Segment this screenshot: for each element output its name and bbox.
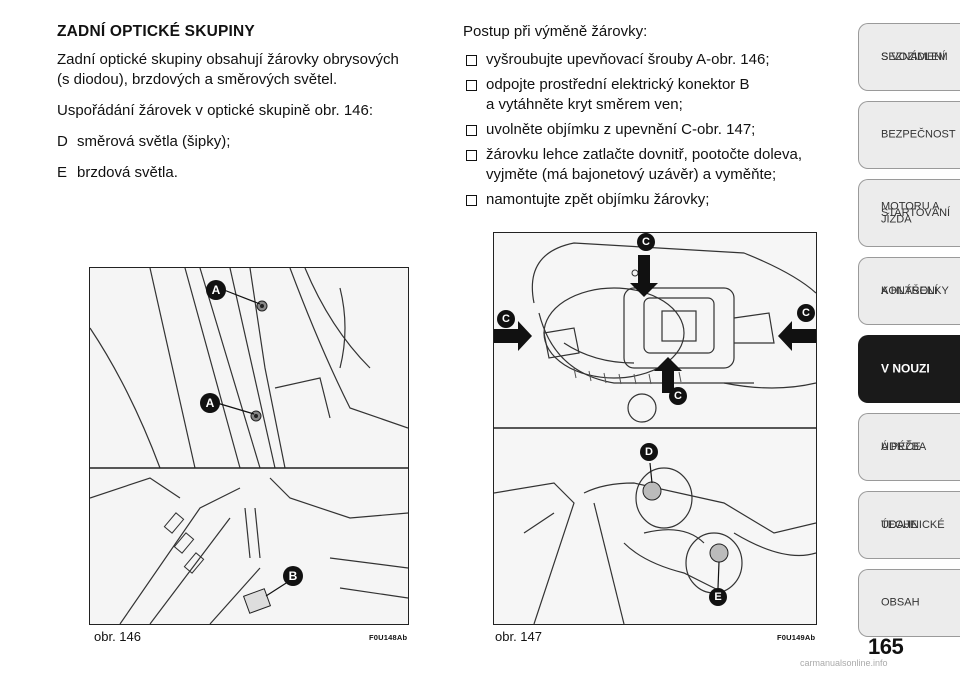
step-line: uvolněte objímku z upevnění C-obr. 147; — [486, 121, 756, 138]
label-c-bottom: C — [669, 387, 687, 405]
checkbox-bullet-icon — [466, 55, 477, 66]
step-line: žárovku lehce zatlačte dovnitř, pootočte… — [486, 146, 803, 163]
checkbox-bullet-icon — [466, 150, 477, 161]
label-text: C — [642, 236, 650, 248]
label-text: A — [211, 283, 221, 297]
label-text: C — [502, 313, 510, 325]
step-text: vyšroubujte upevňovací šrouby A-obr. 146… — [486, 50, 843, 70]
watermark-text: carmanualsonline.info — [800, 658, 888, 668]
figure-146-code: F0U148Ab — [369, 633, 408, 642]
tab-line: SEZNÁMENÍ — [881, 50, 946, 63]
label-b: B — [283, 566, 303, 586]
figure-147-code: F0U149Ab — [777, 633, 816, 642]
arrow-left-icon — [778, 321, 816, 351]
arrow-up-icon — [654, 357, 682, 393]
figure-146-caption: obr. 146 — [94, 629, 141, 644]
label-text: B — [288, 569, 298, 583]
tab-line: TECHNICKÉ — [881, 518, 945, 531]
step-line: vyšroubujte upevňovací šrouby A-obr. 146… — [486, 51, 770, 68]
label-text: C — [802, 307, 810, 319]
checkbox-bullet-icon — [466, 125, 477, 136]
intro-paragraph: Zadní optické skupiny obsahují žárovky o… — [57, 50, 447, 90]
definition-text: směrová světla (šipky); — [77, 133, 231, 150]
arrow-down-icon — [630, 255, 658, 297]
definition-key: E — [57, 164, 68, 181]
tab-line: KONTROLKY — [881, 284, 949, 297]
tab-line: OBSAH — [881, 596, 920, 609]
step-text: žárovku lehce zatlačte dovnitř, pootočte… — [486, 145, 843, 185]
definition-text: brzdová světla. — [77, 164, 178, 181]
tab-v-nouzi[interactable]: V NOUZI — [858, 335, 960, 403]
label-e: E — [709, 588, 727, 606]
label-c-top: C — [637, 233, 655, 251]
tab-obsah[interactable]: OBSAH — [858, 569, 960, 637]
intro-line: Zadní optické skupiny obsahují žárovky o… — [57, 51, 399, 68]
left-column: ZADNÍ OPTICKÉ SKUPINY Zadní optické skup… — [57, 22, 447, 194]
tab-line: A HLÁŠENÍ — [881, 284, 938, 297]
tab-line: A PÉČE — [881, 440, 921, 453]
tab-line: ÚDAJE — [881, 518, 918, 531]
tab-line: MOTORU A JÍZDA — [881, 200, 939, 225]
figure-147-caption: obr. 147 — [495, 629, 542, 644]
figure-146: A A B — [89, 267, 409, 625]
tab-line: BEZPEČNOST — [881, 128, 956, 141]
checkbox-bullet-icon — [466, 195, 477, 206]
label-text: A — [205, 396, 215, 410]
tab-line: S VOZIDLEM — [881, 50, 948, 63]
label-c-left: C — [497, 310, 515, 328]
step-line: odpojte prostřední elektrický konektor B — [486, 76, 750, 93]
step-text: odpojte prostřední elektrický konektor B… — [486, 75, 843, 115]
step-text: namontujte zpět objímku žárovky; — [486, 190, 843, 210]
label-c-right: C — [797, 304, 815, 322]
intro-line: (s diodou), brzdových a směrových světel… — [57, 71, 338, 88]
layout-text: Uspořádání žárovek v optické skupině obr… — [57, 102, 374, 119]
step-item: uvolněte objímku z upevnění C-obr. 147; — [463, 120, 843, 140]
step-line: a vytáhněte kryt směrem ven; — [486, 96, 683, 113]
page-number: 165 — [868, 634, 904, 659]
step-item: vyšroubujte upevňovací šrouby A-obr. 146… — [463, 50, 843, 70]
tab-line: ÚDRŽBA — [881, 440, 927, 453]
step-text: uvolněte objímku z upevnění C-obr. 147; — [486, 120, 843, 140]
step-item: odpojte prostřední elektrický konektor B… — [463, 75, 843, 115]
right-column: Postup při výměně žárovky: vyšroubujte u… — [463, 22, 843, 215]
figure-147-illustration — [494, 233, 816, 624]
label-text: C — [674, 390, 682, 402]
figure-146-illustration — [90, 268, 408, 624]
definition-key: D — [57, 133, 68, 150]
label-text: D — [645, 446, 653, 458]
step-item: žárovku lehce zatlačte dovnitř, pootočte… — [463, 145, 843, 185]
step-line: namontujte zpět objímku žárovky; — [486, 191, 710, 208]
definition-row: D směrová světla (šipky); — [57, 132, 447, 152]
figure-147: C C C C D E — [493, 232, 817, 625]
tab-bezpecnost[interactable]: BEZPEČNOST — [858, 101, 960, 169]
label-a1: A — [206, 280, 226, 300]
arrow-right-icon — [494, 321, 532, 351]
step-item: namontujte zpět objímku žárovky; — [463, 190, 843, 210]
definition-row: E brzdová světla. — [57, 163, 447, 183]
label-a2: A — [200, 393, 220, 413]
label-text: E — [714, 591, 722, 603]
label-d: D — [640, 443, 658, 461]
section-heading: ZADNÍ OPTICKÉ SKUPINY — [57, 23, 255, 40]
step-line: vyjměte (má bajonetový uzávěr) a vyměňte… — [486, 166, 777, 183]
procedure-intro: Postup při výměně žárovky: — [463, 23, 648, 40]
tab-line: STARTOVÁNÍ — [881, 206, 951, 219]
tab-line: V NOUZI — [881, 361, 930, 376]
checkbox-bullet-icon — [466, 80, 477, 91]
